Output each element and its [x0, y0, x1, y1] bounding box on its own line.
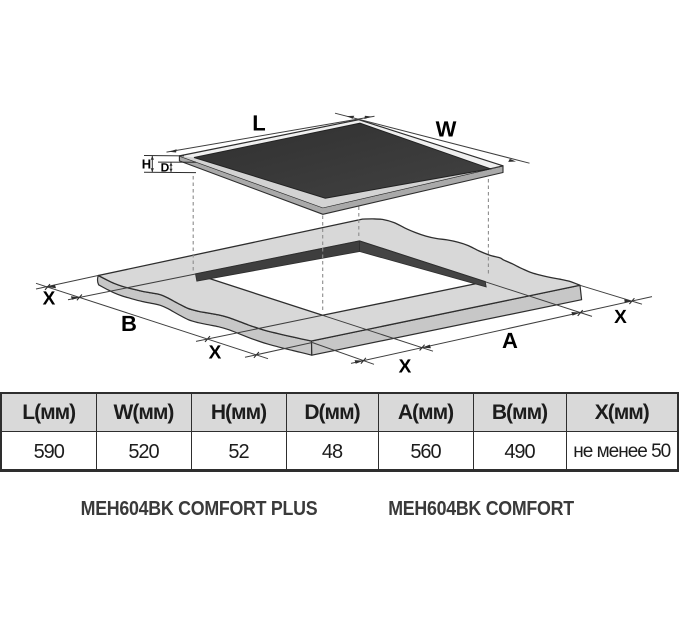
svg-text:L: L	[252, 111, 265, 136]
svg-text:X: X	[399, 357, 412, 378]
svg-text:W: W	[436, 117, 457, 142]
svg-text:X: X	[614, 307, 627, 328]
svg-text:B: B	[121, 311, 137, 336]
svg-text:H: H	[142, 156, 151, 171]
svg-text:X: X	[209, 343, 222, 364]
svg-text:X: X	[43, 289, 56, 310]
svg-text:D: D	[161, 161, 170, 175]
svg-text:A: A	[502, 328, 518, 353]
